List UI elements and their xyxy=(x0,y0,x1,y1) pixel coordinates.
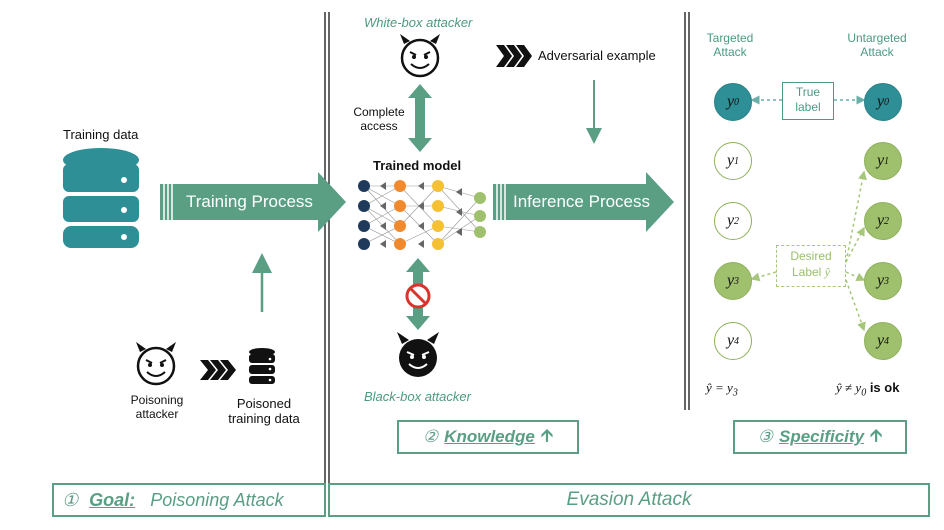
arrow-up-icon-2: 🡩 xyxy=(870,425,883,445)
black-box-label: Black-box attacker xyxy=(364,389,471,404)
adversarial-example-label: Adversarial example xyxy=(538,48,656,63)
knowledge-badge: ② Knowledge 🡩 xyxy=(397,420,579,454)
separator-right xyxy=(684,12,690,410)
inference-process-arrow xyxy=(493,172,674,232)
training-process-arrow xyxy=(160,172,346,232)
specificity-badge-text: Specificity xyxy=(778,427,865,446)
poisoned-data-label: Poisoned training data xyxy=(228,396,300,426)
evasion-box xyxy=(328,483,930,517)
untargeted-equation: ŷ ≠ y0 is ok xyxy=(836,380,900,399)
database-icon xyxy=(63,148,139,248)
specificity-badge: ③ Specificity 🡩 xyxy=(733,420,907,454)
specificity-badge-number: ③ xyxy=(757,427,773,446)
desired-label-arrows xyxy=(750,170,867,332)
knowledge-badge-text: Knowledge xyxy=(444,427,535,446)
knowledge-badge-number: ② xyxy=(422,427,439,446)
evasion-attack-label: Evasion Attack xyxy=(566,489,692,510)
true-label-box: True label xyxy=(782,82,834,120)
poisoning-attack-label: Poisoning Attack xyxy=(150,490,284,510)
inference-process-label: Inference Process xyxy=(513,192,651,211)
training-data-label: Training data xyxy=(63,127,139,142)
poisoned-database-icon xyxy=(249,348,275,384)
trained-model-label: Trained model xyxy=(373,158,462,173)
training-process-label: Training Process xyxy=(186,192,313,211)
no-entry-icon xyxy=(405,283,431,309)
complete-access-label: Complete access xyxy=(353,105,405,133)
desired-label-box: Desired Label ŷ xyxy=(776,245,846,287)
goal-number: ① xyxy=(62,490,79,510)
arrow-up-icon: 🡩 xyxy=(540,425,554,445)
poison-devil-face-icon xyxy=(136,342,176,386)
goal-label: ① Goal: Poisoning Attack xyxy=(62,490,284,511)
separator-left xyxy=(324,12,330,516)
untargeted-attack-label: Untargeted Attack xyxy=(847,31,907,59)
complete-access-double-arrow xyxy=(408,84,432,152)
white-box-label: White-box attacker xyxy=(364,15,473,30)
desired-label-text: Desired Label xyxy=(790,249,832,279)
goal-box xyxy=(52,483,326,517)
desired-label-symbol: ŷ xyxy=(824,265,831,279)
neural-network-icon xyxy=(358,180,486,250)
targeted-equation: ŷ = y3 xyxy=(706,380,738,399)
black-devil-face-icon xyxy=(397,332,439,377)
targeted-attack-label: Targeted Attack xyxy=(706,31,754,59)
goal-text: Goal: xyxy=(89,490,136,510)
poisoning-attacker-label: Poisoning attacker xyxy=(130,393,184,421)
chevrons-icon xyxy=(200,360,236,380)
devil-face-icon xyxy=(400,34,440,78)
adversarial-chevrons-icon xyxy=(496,45,532,67)
